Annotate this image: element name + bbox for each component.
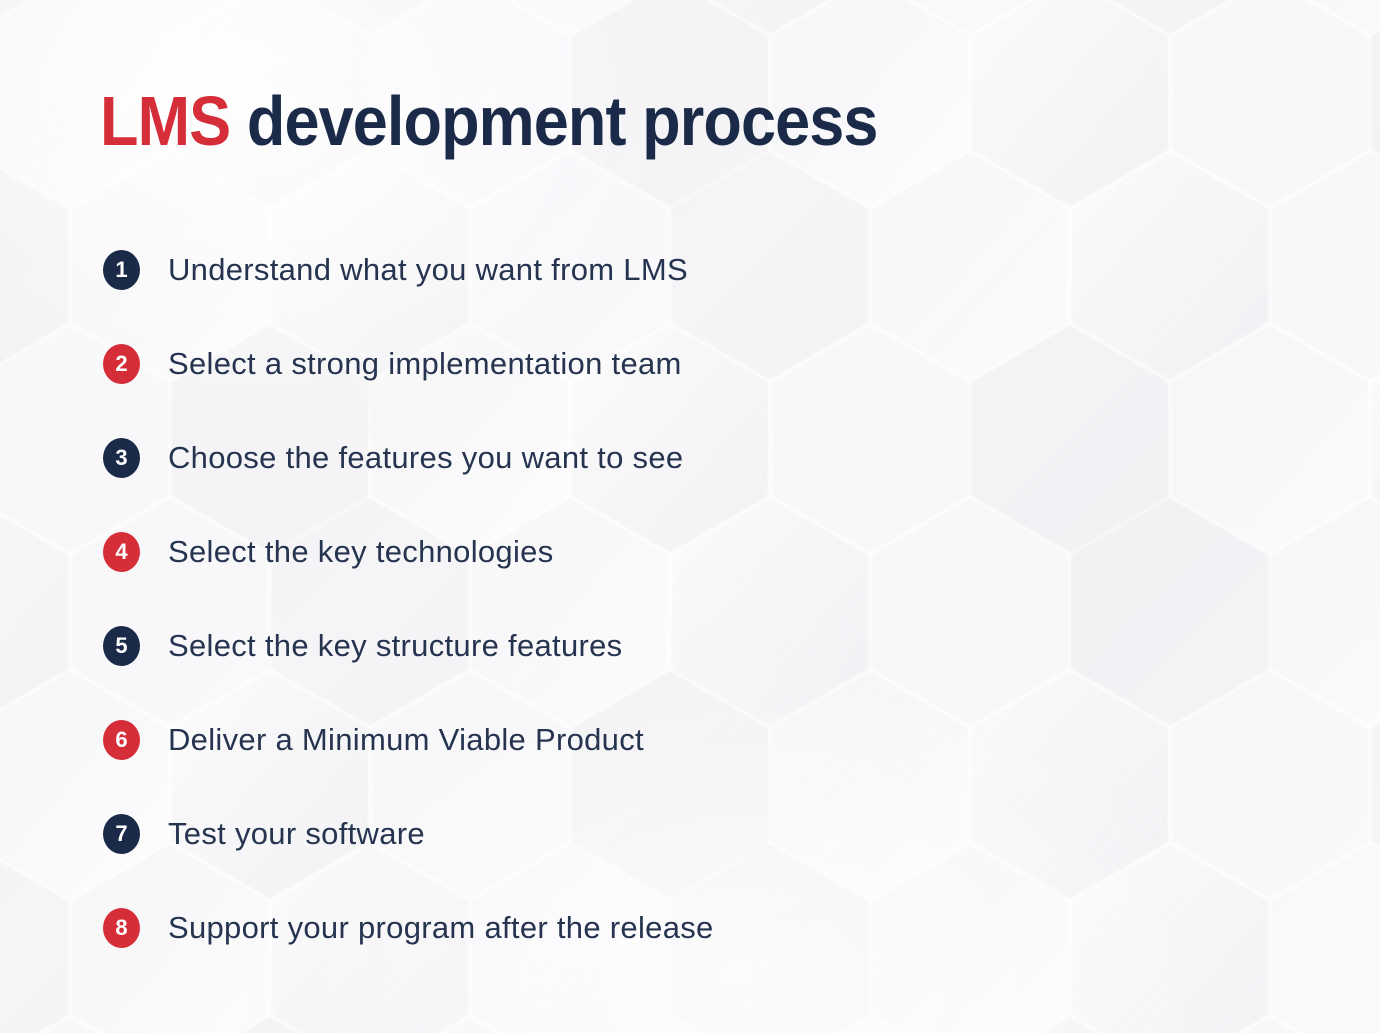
step-label: Select the key technologies bbox=[168, 534, 554, 569]
process-step-row: 6 Deliver a Minimum Viable Product bbox=[100, 720, 1380, 760]
step-label: Test your software bbox=[168, 816, 425, 851]
process-step-row: 2 Select a strong implementation team bbox=[100, 344, 1380, 384]
step-number-badge: 7 bbox=[103, 814, 140, 854]
step-number-badge: 6 bbox=[103, 720, 140, 760]
process-step-row: 1 Understand what you want from LMS bbox=[100, 250, 1380, 290]
step-number-badge: 5 bbox=[103, 626, 140, 666]
process-step-row: 5 Select the key structure features bbox=[100, 626, 1380, 666]
step-label: Understand what you want from LMS bbox=[168, 252, 688, 287]
step-label: Select the key structure features bbox=[168, 628, 623, 663]
content-area: LMS development process 1 Understand what… bbox=[100, 86, 1380, 948]
process-step-row: 4 Select the key technologies bbox=[100, 532, 1380, 572]
process-step-row: 3 Choose the features you want to see bbox=[100, 438, 1380, 478]
step-number-badge: 8 bbox=[103, 908, 140, 948]
step-label: Deliver a Minimum Viable Product bbox=[168, 722, 644, 757]
page-title-highlight: LMS bbox=[100, 82, 231, 160]
step-number-badge: 4 bbox=[103, 532, 140, 572]
step-number-badge: 1 bbox=[103, 250, 140, 290]
step-label: Support your program after the release bbox=[168, 910, 714, 945]
process-step-row: 8 Support your program after the release bbox=[100, 908, 1380, 948]
page-title-rest: development process bbox=[230, 82, 879, 160]
step-number-badge: 3 bbox=[103, 438, 140, 478]
step-label: Choose the features you want to see bbox=[168, 440, 684, 475]
process-step-row: 7 Test your software bbox=[100, 814, 1380, 854]
page-title: LMS development process bbox=[100, 86, 1252, 156]
step-number-badge: 2 bbox=[103, 344, 140, 384]
step-label: Select a strong implementation team bbox=[168, 346, 682, 381]
